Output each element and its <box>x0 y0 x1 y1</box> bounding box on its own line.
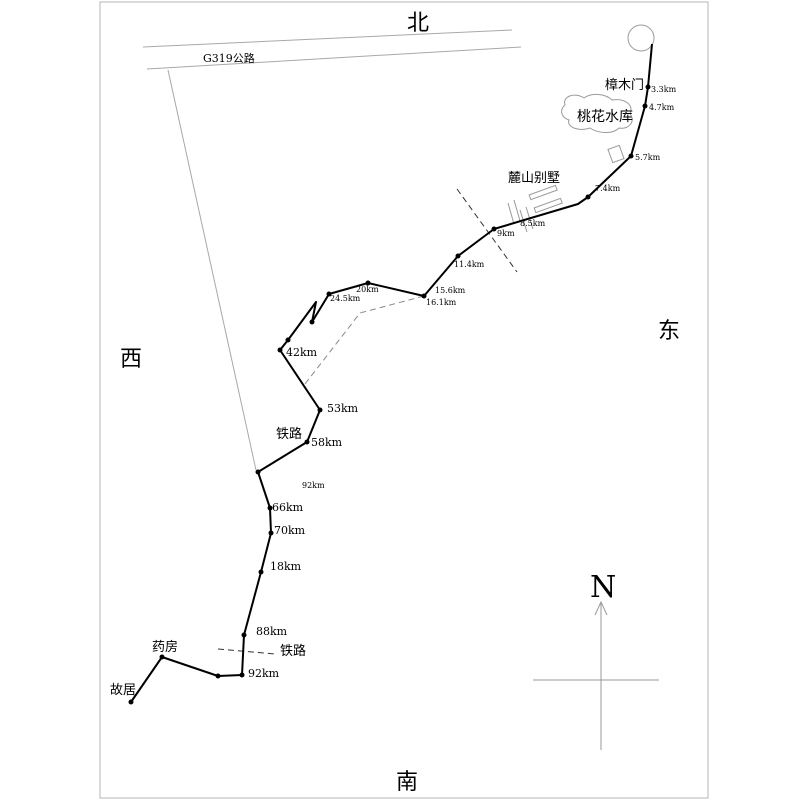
place-railway-upper: 铁路 <box>276 426 302 442</box>
km-marker-18: 18km <box>270 560 302 573</box>
g319-highway <box>142 29 522 70</box>
km-marker-11-4: 11.4km <box>454 260 485 269</box>
km-marker-66: 66km <box>272 501 304 514</box>
route-points <box>128 84 651 705</box>
place-start: 樟木门 <box>605 78 644 93</box>
place-railway-lower: 铁路 <box>280 643 306 659</box>
km-marker-5-7: 5.7km <box>635 153 661 162</box>
km-marker-24-5: 24.5km <box>330 294 361 303</box>
km-marker-16-1: 16.1km <box>426 298 457 307</box>
place-former-residence: 故居 <box>110 683 136 698</box>
km-marker-58: 58km <box>311 436 343 449</box>
km-marker-15-6: 15.6km <box>435 286 466 295</box>
building-shape <box>607 144 625 164</box>
shortcut-dashed-path <box>304 295 425 385</box>
place-villa: 麓山别墅 <box>508 171 560 186</box>
north-compass <box>533 600 659 750</box>
place-pharmacy: 药房 <box>152 639 178 655</box>
direction-east: 东 <box>658 319 680 344</box>
km-marker-7-4: 7.4km <box>595 184 621 193</box>
direction-south: 南 <box>396 770 418 795</box>
km-marker-9: 9km <box>497 229 515 238</box>
railway-dashed-line <box>217 648 276 655</box>
direction-west: 西 <box>120 347 142 372</box>
main-route <box>130 43 653 703</box>
direction-north: 北 <box>407 11 429 36</box>
km-marker-53: 53km <box>327 402 359 415</box>
km-marker-8-5: 8.5km <box>520 219 546 228</box>
km-marker-70: 70km <box>274 524 306 537</box>
km-marker-20: 20km <box>356 285 379 294</box>
crossing-dashed-line <box>456 188 518 273</box>
km-marker-88: 88km <box>256 625 288 638</box>
km-marker-92-small: 92km <box>302 481 325 490</box>
km-marker-42: 42km <box>286 346 318 359</box>
g319-label: G319公路 <box>203 52 255 65</box>
km-marker-3-3: 3.3km <box>651 85 677 94</box>
reservoir-shape <box>561 93 633 133</box>
km-marker-4-7: 4.7km <box>649 103 675 112</box>
km-marker-92: 92km <box>248 667 280 680</box>
start-circle <box>627 24 655 52</box>
compass-north-letter: N <box>590 570 616 605</box>
place-reservoir: 桃花水库 <box>577 109 633 125</box>
side-road <box>167 69 257 471</box>
map-frame <box>99 1 709 799</box>
